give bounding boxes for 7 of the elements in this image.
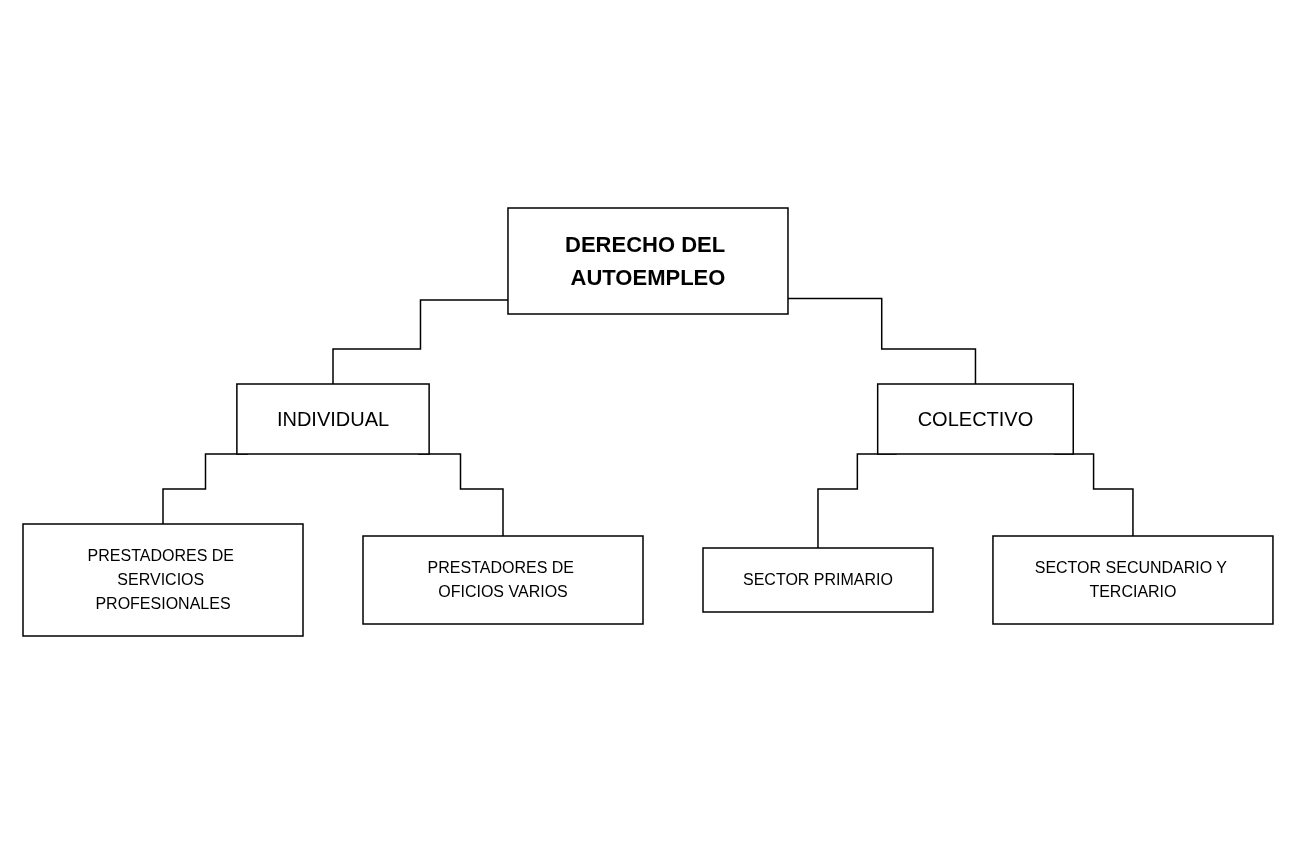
node-box: PRESTADORES DE OFICIOS VARIOS bbox=[361, 535, 644, 625]
node-box: PRESTADORES DE SERVICIOS PROFESIONALES bbox=[21, 523, 304, 637]
node-box: COLECTIVO bbox=[876, 383, 1074, 455]
node-box: INDIVIDUAL bbox=[235, 383, 430, 455]
node-box: SECTOR PRIMARIO bbox=[701, 547, 934, 613]
node-box: SECTOR SECUNDARIO Y TERCIARIO bbox=[991, 535, 1274, 625]
node-box: DERECHO DEL AUTOEMPLEO bbox=[506, 207, 789, 315]
